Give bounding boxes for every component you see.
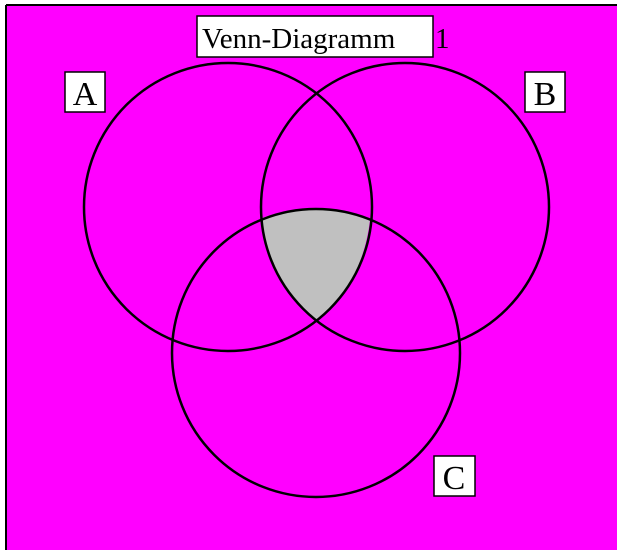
title-suffix-text: 1 [435, 23, 450, 55]
set-c-circle [170, 207, 462, 499]
set-b-circle [259, 61, 551, 353]
label-a-box [64, 71, 106, 113]
label-c-box [433, 455, 476, 497]
title-box [196, 15, 434, 58]
label-b-box [524, 71, 566, 113]
set-a-circle [82, 61, 374, 353]
label-b-text: B [534, 76, 557, 113]
title-text: Venn-Diagramm [202, 23, 396, 55]
label-c-text: C [443, 460, 466, 497]
label-a-text: A [73, 76, 98, 113]
